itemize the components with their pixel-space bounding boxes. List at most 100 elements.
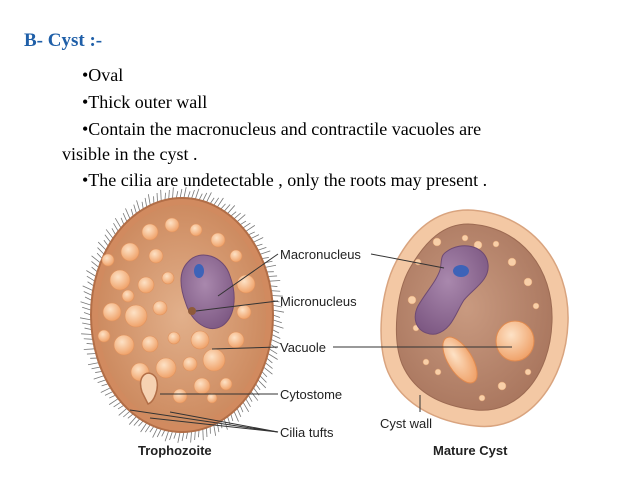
cilium <box>272 304 282 308</box>
cilium <box>108 398 119 405</box>
cilium <box>271 334 281 339</box>
cyst-vacuole <box>497 381 507 391</box>
trophozoite-vacuole <box>219 377 233 391</box>
cilium <box>117 404 125 410</box>
cilium <box>257 379 267 389</box>
cilium <box>259 375 267 383</box>
cilium <box>270 338 282 345</box>
cilium <box>84 327 92 331</box>
trophozoite-vacuole <box>210 232 226 248</box>
cilium <box>164 430 170 442</box>
cilium <box>87 281 95 287</box>
trophozoite-vacuole <box>97 329 111 343</box>
cilium <box>202 192 208 202</box>
cilium <box>82 306 92 311</box>
trophozoite-micronucleus <box>188 307 196 315</box>
cilium <box>147 194 151 206</box>
cilium <box>109 394 116 399</box>
mature-cyst-group <box>380 209 569 428</box>
cilium <box>133 204 137 214</box>
cilium <box>97 247 105 255</box>
cilium <box>96 252 103 259</box>
trophozoite-vacuole <box>229 249 243 263</box>
cilium <box>160 189 162 202</box>
caption-trophozoite: Trophozoite <box>138 443 212 458</box>
trophozoite-vacuole <box>190 330 210 350</box>
cilium <box>127 413 134 419</box>
cilium <box>144 424 151 433</box>
trophozoite-nucleolus <box>194 264 204 278</box>
trophozoite-vacuole <box>148 248 164 264</box>
cilium <box>93 375 105 380</box>
cilium <box>248 231 255 236</box>
trophozoite-vacuole <box>141 335 159 353</box>
cilium <box>86 270 97 277</box>
cyst-vacuole <box>461 234 469 242</box>
cilium <box>272 324 284 329</box>
cyst-vacuole <box>432 237 442 247</box>
cilium <box>239 404 244 413</box>
cilium <box>175 191 179 199</box>
cyst-vacuole <box>532 302 540 310</box>
cilium <box>91 366 101 370</box>
cilium <box>187 191 191 199</box>
cilia-fringe <box>79 187 285 443</box>
cilium <box>253 237 264 243</box>
cilium <box>128 416 137 425</box>
cilium <box>269 280 281 282</box>
trophozoite-vacuole <box>164 217 180 233</box>
cyst-nucleolus <box>453 265 469 277</box>
cilium <box>263 366 273 375</box>
cilium <box>125 208 131 220</box>
cilium <box>216 197 224 208</box>
cilium <box>272 329 280 334</box>
cilium <box>213 424 217 436</box>
cilium <box>113 223 119 232</box>
trophozoite-vacuole <box>227 331 245 349</box>
cilium <box>81 333 93 335</box>
cilium <box>236 408 242 418</box>
cilium <box>113 401 122 408</box>
trophozoite-vacuole <box>161 271 175 285</box>
cilium <box>104 391 114 396</box>
trophozoite-vacuole <box>155 357 177 379</box>
cyst-macronucleus <box>414 245 489 335</box>
cilium <box>152 427 158 438</box>
cilium <box>130 208 134 217</box>
cilium <box>105 229 114 239</box>
cilium <box>198 429 200 438</box>
cyst-vacuole <box>478 394 486 402</box>
cilium <box>97 379 107 383</box>
cilium <box>250 234 260 239</box>
cilium <box>245 398 251 407</box>
cilium <box>233 212 241 220</box>
cilium <box>84 296 92 301</box>
cilium <box>272 314 281 318</box>
cilium <box>216 422 220 433</box>
bullet-macronucleus: •Contain the macronucleus and contractil… <box>82 119 482 139</box>
cilium <box>255 383 261 391</box>
cilium <box>177 431 181 443</box>
cilium <box>206 192 212 203</box>
cilium <box>230 413 234 422</box>
trophozoite-vacuole <box>193 377 211 395</box>
cyst-vacuoles <box>407 234 540 402</box>
cilium <box>136 200 141 212</box>
cilium <box>239 220 247 226</box>
cilium <box>265 264 277 268</box>
trophozoite-vacuole <box>113 334 135 356</box>
cilium <box>194 188 200 200</box>
cilium <box>190 431 192 443</box>
cilium <box>149 426 155 433</box>
cilium <box>87 362 99 366</box>
bullet-macronucleus-continued: visible in the cyst . <box>62 144 198 164</box>
cilium <box>114 217 122 229</box>
trophozoite-vacuole <box>141 223 159 241</box>
cilium <box>250 391 259 401</box>
cytostome <box>139 372 159 405</box>
bullet-thick-wall: •Thick outer wall <box>82 92 208 112</box>
cilium <box>259 250 271 255</box>
trophozoite-vacuole <box>121 289 135 303</box>
cilium <box>242 401 250 413</box>
